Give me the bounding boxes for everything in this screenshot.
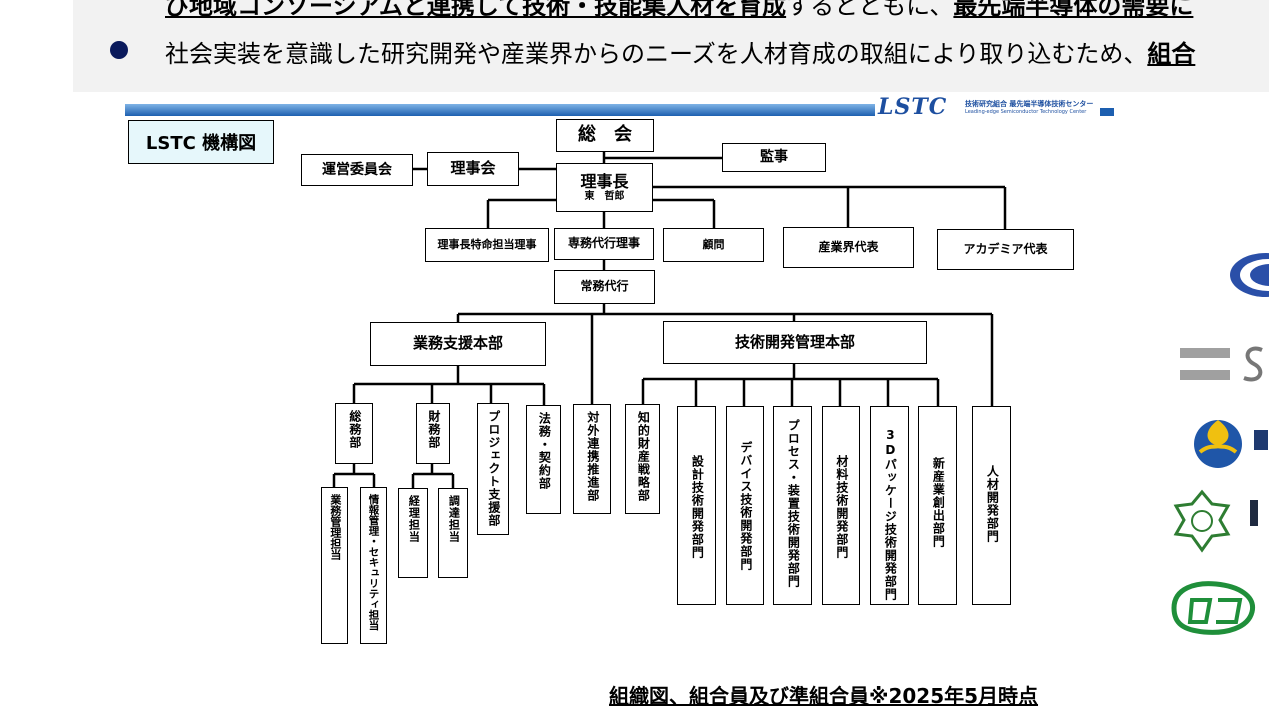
header-bar-end — [1100, 108, 1114, 116]
org-soukai: 総 会 — [556, 119, 654, 152]
org-joho: 情報管理・セキュリティ担当 — [360, 487, 387, 644]
header-bar — [125, 104, 875, 116]
lstc-subtitle-jp: 技術研究組合 最先端半導体技術センター — [965, 100, 1094, 108]
org-project: プロジェクト支援部 — [477, 403, 509, 535]
org-joho-label: 情報管理・セキュリティ担当 — [367, 494, 380, 631]
org-rijikai: 理事会 — [427, 152, 519, 186]
org-process: プロセス・装置技術開発部門 — [773, 406, 812, 605]
org-rijicho: 理事長 東 哲郎 — [556, 163, 653, 212]
org-process-label: プロセス・装置技術開発部門 — [786, 419, 801, 588]
org-zairyo: 材料技術開発部門 — [822, 406, 860, 605]
member-logo-1-icon — [1230, 253, 1269, 297]
org-gyomu-kanri-label: 業務管理担当 — [328, 494, 342, 560]
lstc-subtitle-en: Leading-edge Semiconductor Technology Ce… — [965, 109, 1087, 115]
org-homu-label: 法務・契約部 — [537, 412, 552, 490]
org-rijicho-name: 東 哲郎 — [584, 190, 625, 202]
org-jinzai: 人材開発部門 — [972, 406, 1011, 605]
org-komon: 顧問 — [663, 228, 764, 262]
org-sekkei: 設計技術開発部門 — [677, 406, 716, 605]
org-sekkei-label: 設計技術開発部門 — [690, 455, 705, 559]
org-rijicho-title: 理事長 — [580, 171, 629, 191]
org-unei-iinkai: 運営委員会 — [301, 154, 413, 186]
org-sangyokai: 産業界代表 — [783, 227, 914, 268]
diagram-tag: LSTC 機構図 — [128, 120, 274, 164]
org-chiteki-label: 知的財産戦略部 — [636, 411, 651, 502]
org-chotatsu-label: 調達担当 — [447, 495, 461, 543]
org-3d-package: 3Dパッケージ技術開発部門 — [870, 406, 909, 605]
org-senmu-riji: 専務代行理事 — [554, 228, 654, 260]
org-shinsangyo: 新産業創出部門 — [918, 406, 957, 605]
org-shinsangyo-label: 新産業創出部門 — [931, 457, 946, 548]
diagram-caption: 組織図、組合員及び準組合員※2025年5月時点 — [609, 684, 1039, 708]
org-chiteki: 知的財産戦略部 — [625, 404, 660, 514]
top-text-line2: 社会実装を意識した研究開発や産業界からのニーズを人材育成の取組により取り込むため… — [165, 40, 1196, 68]
member-logo-4-icon — [1173, 489, 1258, 553]
org-somu: 総務部 — [335, 403, 373, 464]
member-logo-5-icon — [1171, 581, 1255, 635]
org-taigai: 対外連携推進部 — [573, 404, 611, 514]
org-academia: アカデミア代表 — [937, 229, 1074, 270]
lstc-logo: LSTC — [878, 94, 948, 120]
org-kanji: 監事 — [722, 143, 826, 172]
org-jomu: 常務代行 — [554, 270, 655, 304]
org-chotatsu: 調達担当 — [438, 488, 468, 578]
org-keiri: 経理担当 — [398, 488, 428, 578]
top-band — [73, 0, 1269, 92]
org-zaimu-label: 財務部 — [426, 410, 441, 449]
org-keiri-label: 経理担当 — [407, 495, 421, 543]
org-tokumei-riji: 理事長特命担当理事 — [425, 228, 549, 262]
top-text-line1: び地域コンソーシアムと連携して技術・技能集人材を育成するとともに、最先端半導体の… — [165, 0, 1194, 20]
org-device: デバイス技術開発部門 — [726, 406, 764, 605]
member-logo-2-icon — [1180, 346, 1263, 382]
org-3d-package-label: 3Dパッケージ技術開発部門 — [883, 428, 898, 601]
bullet-icon — [110, 41, 128, 59]
org-gijutsu-honbu: 技術開発管理本部 — [663, 321, 927, 364]
org-taigai-label: 対外連携推進部 — [585, 411, 600, 502]
org-device-label: デバイス技術開発部門 — [738, 441, 753, 571]
org-gyomu-kanri: 業務管理担当 — [321, 487, 348, 644]
org-zaimu: 財務部 — [416, 403, 450, 464]
member-logo-3-icon — [1194, 420, 1268, 468]
org-somu-label: 総務部 — [347, 410, 362, 449]
org-gyomu-shien-honbu: 業務支援本部 — [370, 322, 546, 366]
org-zairyo-label: 材料技術開発部門 — [834, 455, 849, 559]
org-project-label: プロジェクト支援部 — [486, 410, 501, 527]
org-homu: 法務・契約部 — [526, 405, 561, 514]
org-jinzai-label: 人材開発部門 — [985, 465, 1000, 543]
